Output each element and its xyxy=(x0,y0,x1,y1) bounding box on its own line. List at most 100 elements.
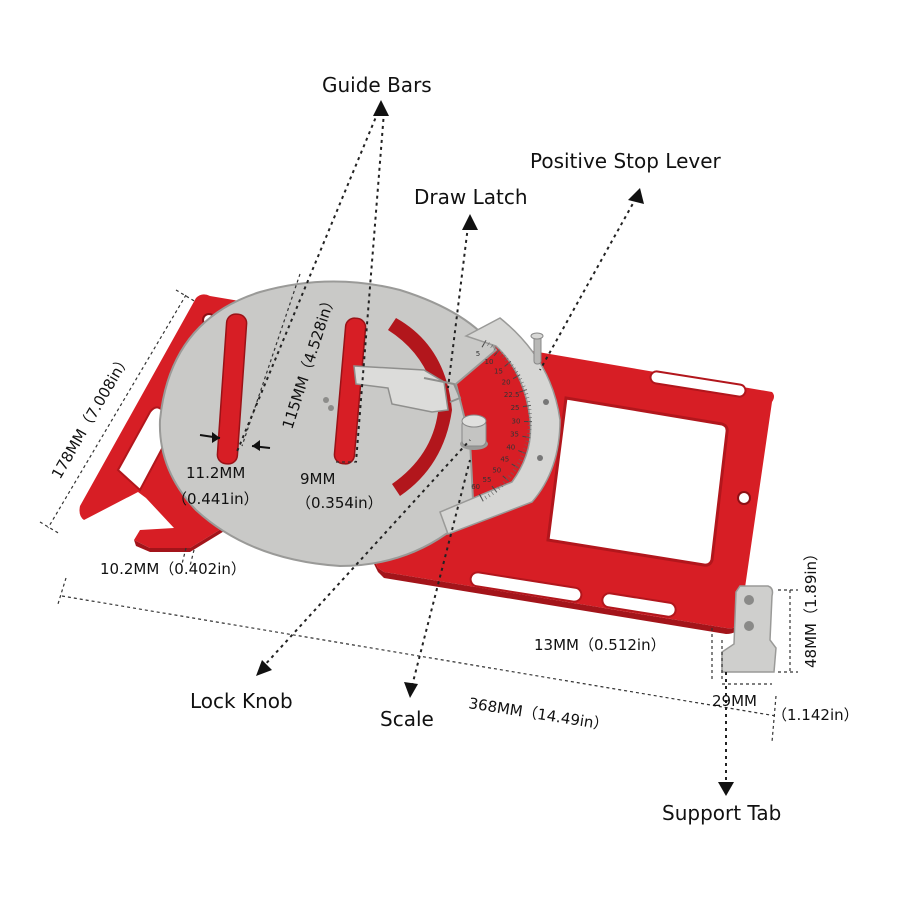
scale-minor-tick xyxy=(514,370,519,374)
scale-tick-label: 30 xyxy=(512,417,521,425)
draw-latch-hook xyxy=(423,377,462,403)
scale-minor-tick xyxy=(516,462,521,465)
scale-minor-tick xyxy=(507,361,512,365)
callout-support-tab: Support Tab xyxy=(662,801,781,825)
guide-bar-right xyxy=(333,317,367,465)
support-tab-screw xyxy=(744,595,754,605)
scale-tick-label: 50 xyxy=(492,467,501,475)
arrow-head xyxy=(628,188,644,204)
plate-screw xyxy=(328,405,334,411)
frame-slot xyxy=(649,370,747,398)
positive-stop-pin-head xyxy=(530,332,544,340)
scale-minor-tick xyxy=(521,451,526,454)
scale-minor-tick xyxy=(510,472,515,476)
scale-minor-tick xyxy=(526,436,531,439)
scale-minor-tick xyxy=(504,357,509,362)
scale-minor-tick xyxy=(520,381,524,384)
scale-minor-tick xyxy=(521,385,526,388)
scale-minor-tick xyxy=(518,378,523,381)
scale-minor-tick xyxy=(524,444,529,447)
dim-length-368: 368MM（14.49in） xyxy=(467,694,609,734)
scale-minor-tick xyxy=(484,495,488,500)
plate-screw xyxy=(323,397,329,403)
scale-minor-tick xyxy=(516,374,521,377)
arrow-head xyxy=(404,682,418,698)
scale-minor-tick xyxy=(509,364,514,368)
dim-tab-29-mm: 29MM xyxy=(712,692,757,710)
support-tab xyxy=(721,585,777,673)
arrow-head xyxy=(462,214,478,230)
scale-rivet xyxy=(543,399,549,405)
dim-bar-11-in: （0.441in） xyxy=(172,490,259,508)
draw-latch xyxy=(353,365,462,413)
arrow-head xyxy=(373,100,389,116)
scale-tick-label: 10 xyxy=(485,358,494,366)
guide-bar-left xyxy=(216,313,248,465)
scale-minor-tick xyxy=(487,493,491,498)
scale-tick-label: 22.5 xyxy=(504,391,520,399)
dim-hook-10: 10.2MM（0.402in） xyxy=(100,560,246,578)
scale-minor-tick xyxy=(512,469,517,472)
leaders xyxy=(235,100,734,796)
callout-draw-latch: Draw Latch xyxy=(414,185,528,209)
dim-tab-29-in: （1.142in） xyxy=(772,706,859,724)
callout-positive-stop-lever: Positive Stop Lever xyxy=(530,149,722,173)
dim-bar-9-mm: 9MM xyxy=(300,470,335,488)
scale-minor-tick xyxy=(483,340,487,344)
scale-minor-tick xyxy=(512,367,516,371)
scale-minor-tick xyxy=(524,393,529,395)
scale-minor-tick xyxy=(526,405,531,407)
scale-minor-tick xyxy=(520,455,525,458)
callout-scale: Scale xyxy=(380,707,434,731)
scale-minor-tick xyxy=(526,401,531,403)
scale-minor-tick xyxy=(502,481,507,485)
frame-hole xyxy=(737,491,751,505)
scale-minor-tick xyxy=(526,432,532,435)
scale-minor-tick xyxy=(508,475,512,479)
dim-tab-13: 13MM（0.512in） xyxy=(534,636,666,654)
scale-minor-tick xyxy=(499,352,503,356)
scale-tick-label: 40 xyxy=(506,444,515,452)
scale-minor-tick xyxy=(497,486,501,490)
arrow-head xyxy=(256,660,272,676)
dim-tab-48: 48MM（1.89in） xyxy=(802,546,820,668)
callout-guide-bars: Guide Bars xyxy=(322,73,432,97)
scale-minor-tick xyxy=(505,478,509,482)
scale-minor-tick xyxy=(522,389,527,392)
scale-tick-label: 25 xyxy=(511,404,520,412)
callout-lock-knob: Lock Knob xyxy=(190,689,293,713)
scale-minor-tick xyxy=(490,344,494,349)
frame-slot xyxy=(469,571,583,603)
scale-plate xyxy=(439,317,561,535)
scale-tick-label: 45 xyxy=(500,456,509,464)
scale-minor-tick xyxy=(518,458,523,462)
frame-window xyxy=(546,396,729,567)
frame-slot xyxy=(601,592,677,618)
scale-minor-tick xyxy=(514,465,519,469)
plate-arc-slot xyxy=(388,318,452,496)
scale-tick-label: 60 xyxy=(471,483,480,491)
dim-bar-9-in: （0.354in） xyxy=(296,494,383,512)
scale-minor-tick xyxy=(494,489,498,493)
scale-minor-tick xyxy=(487,342,490,346)
lock-knob-top xyxy=(461,414,487,428)
scale-tick-label: 15 xyxy=(494,367,503,375)
scale-minor-tick xyxy=(525,397,530,399)
scale-minor-tick xyxy=(523,448,528,450)
scale-minor-tick xyxy=(491,491,494,495)
scale-minor-tick xyxy=(502,355,506,359)
frame-edge xyxy=(80,492,742,634)
scale-minor-tick xyxy=(481,497,484,502)
dim-bar-11-mm: 11.2MM xyxy=(186,464,245,482)
scale-tick-label: 20 xyxy=(502,379,511,387)
scale-minor-tick xyxy=(525,440,530,443)
lock-knob xyxy=(460,414,488,450)
support-tab-screw xyxy=(744,621,754,631)
scale-tick-label: 55 xyxy=(483,476,492,484)
scale-tick-label: 35 xyxy=(510,431,519,439)
scale-minor-tick xyxy=(500,483,504,488)
scale-tick-label: 5 xyxy=(476,350,480,358)
scale-minor-tick xyxy=(493,346,497,351)
